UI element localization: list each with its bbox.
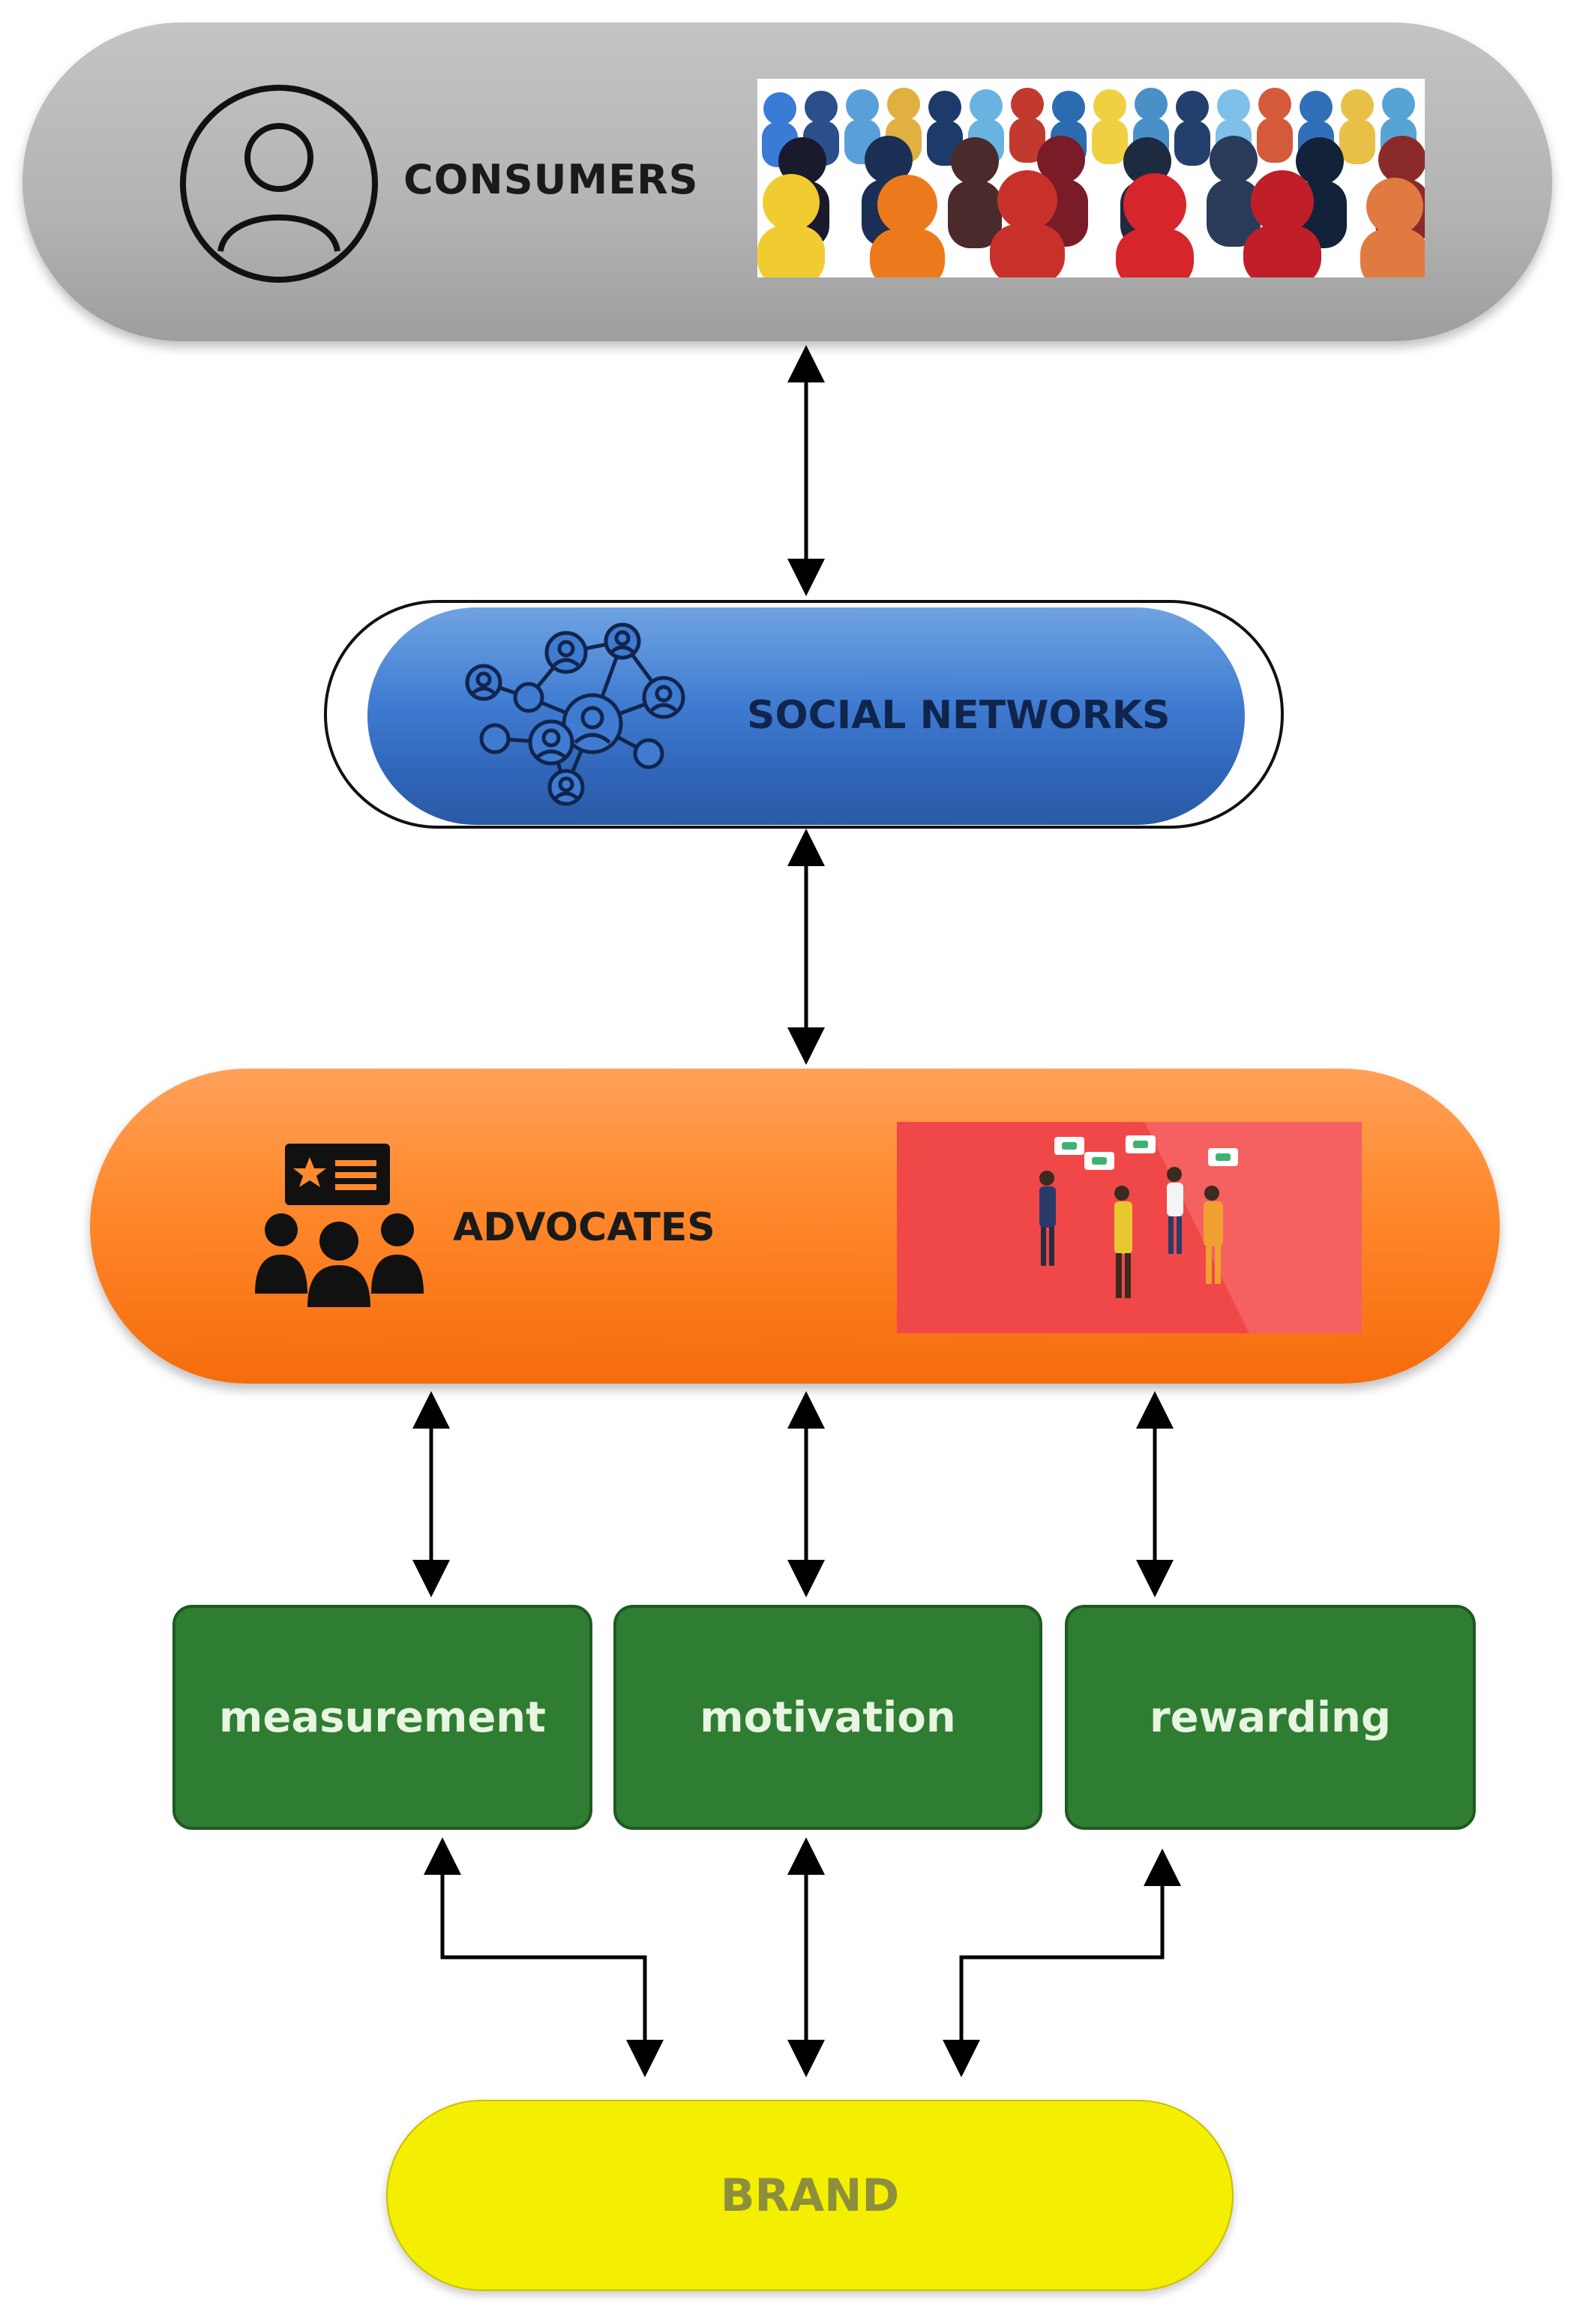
measurement-label: measurement bbox=[219, 1693, 546, 1742]
measurement-node: measurement bbox=[172, 1605, 592, 1830]
edge-brand-rewarding bbox=[943, 1849, 1181, 2077]
team-icon bbox=[255, 1144, 424, 1307]
motivation-node: motivation bbox=[613, 1605, 1042, 1830]
rewarding-label: rewarding bbox=[1150, 1693, 1391, 1742]
brand-label: BRAND bbox=[720, 2169, 900, 2222]
social-networks-node bbox=[367, 607, 1245, 825]
advocates-label: ADVOCATES bbox=[453, 1205, 715, 1250]
advocates-illustration bbox=[897, 1122, 1362, 1333]
consumers-label: CONSUMERS bbox=[403, 156, 699, 203]
motivation-label: motivation bbox=[700, 1693, 956, 1742]
network-icon bbox=[465, 622, 685, 806]
user-circle-icon bbox=[180, 85, 378, 283]
edge-brand-measurement bbox=[424, 1837, 664, 2077]
social-networks-label: SOCIAL NETWORKS bbox=[747, 693, 1171, 738]
crowd-image bbox=[757, 79, 1425, 277]
rewarding-node: rewarding bbox=[1065, 1605, 1476, 1830]
brand-node: BRAND bbox=[386, 2100, 1234, 2291]
